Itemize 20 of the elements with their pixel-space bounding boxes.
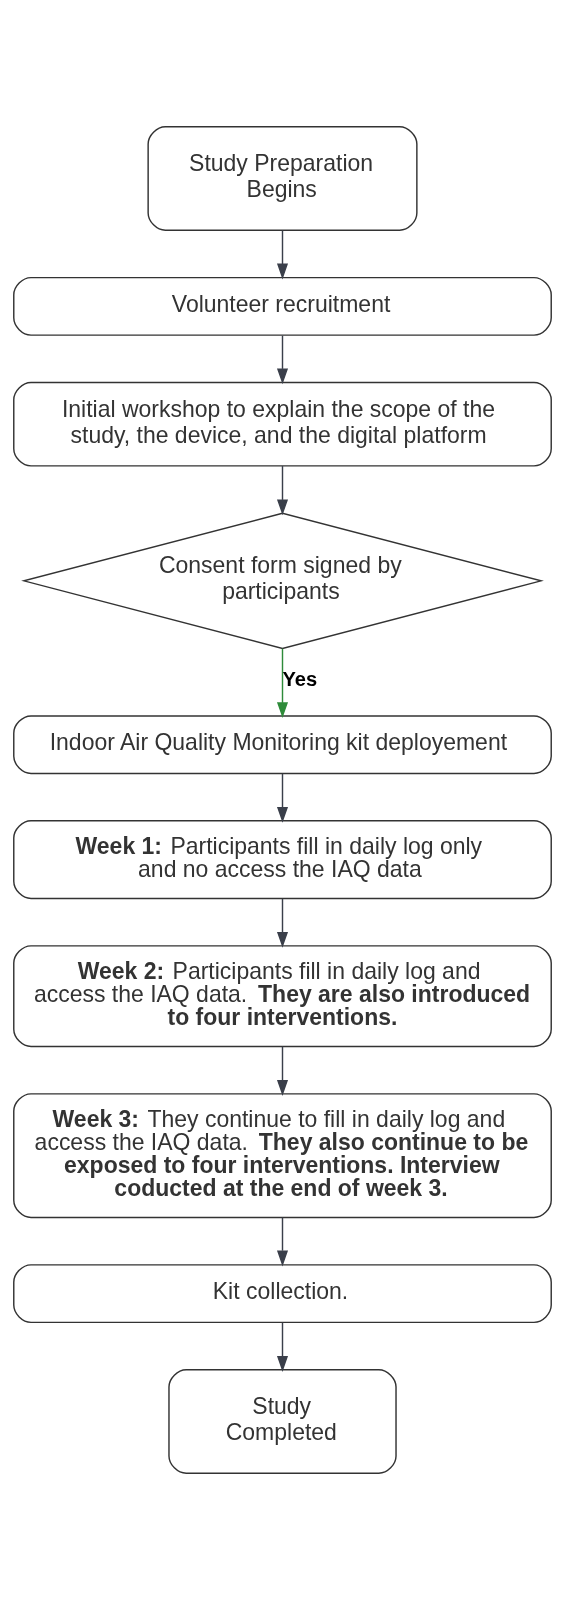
arrow — [276, 647, 289, 718]
node-box: Week 3: They continue to fill in daily log and access the IAQ data. They also continue to be exposed to four interventions. Interview coducted at the end of week 3. — [13, 1092, 552, 1218]
node-box: Indoor Air Quality Monitoring kit deployement — [13, 714, 552, 774]
arrow — [276, 464, 289, 515]
node-box: Study Preparation Begins — [147, 125, 418, 231]
node-box: Volunteer recruitment — [13, 276, 552, 336]
arrow — [276, 897, 289, 948]
edge-label: Yes — [282, 667, 318, 690]
arrow — [276, 1216, 289, 1266]
arrow — [276, 334, 289, 384]
arrow — [276, 229, 289, 279]
node-box: Week 2: Participants fill in daily log and access the IAQ data. They are also introduced to four interventions. — [13, 944, 552, 1047]
arrow — [276, 772, 289, 823]
arrow — [276, 1045, 289, 1096]
node-box: Kit collection. — [13, 1263, 552, 1323]
node-box: Initial workshop to explain the scope of the study, the device, and the digital platform — [13, 381, 552, 467]
node-box: Week 1: Participants fill in daily log only and no access the IAQ data — [13, 819, 552, 899]
node-diamond: Consent form signed by participants — [21, 512, 544, 649]
node-box: Study Completed — [168, 1368, 397, 1474]
arrow — [276, 1321, 289, 1372]
